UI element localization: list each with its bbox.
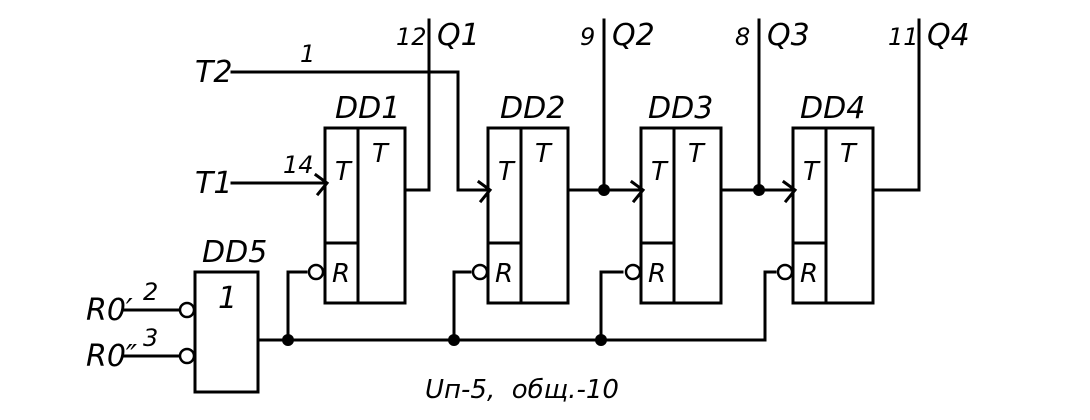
dd2-out-label: T bbox=[535, 139, 553, 169]
inverter-bubble bbox=[178, 301, 196, 319]
output-q4-label: Q4 bbox=[927, 18, 970, 53]
block-dd5 bbox=[193, 270, 260, 394]
pin-q3: 8 bbox=[735, 23, 750, 51]
dd2-in-label: T bbox=[498, 157, 516, 187]
pin-q1: 12 bbox=[396, 23, 427, 51]
inverter-bubble bbox=[178, 347, 196, 365]
inverter-bubble bbox=[776, 263, 794, 281]
pin-r0-2: 3 bbox=[143, 324, 158, 352]
junction-dot bbox=[448, 334, 460, 346]
dd5-name: DD5 bbox=[202, 235, 267, 270]
input-r0-1-label: R0′ bbox=[86, 293, 133, 328]
dd4-in-label: T bbox=[803, 157, 821, 187]
wire-q1 bbox=[403, 18, 431, 192]
junction-dot bbox=[598, 184, 610, 196]
input-r0-2-label: R0″ bbox=[86, 339, 138, 374]
dd2-name: DD2 bbox=[500, 91, 565, 126]
dd3-name: DD3 bbox=[648, 91, 713, 126]
pin-r0-1: 2 bbox=[143, 278, 158, 306]
dd1-name: DD1 bbox=[335, 91, 400, 126]
inverter-bubble bbox=[471, 263, 489, 281]
wire-t2 bbox=[230, 70, 490, 192]
output-q2-label: Q2 bbox=[612, 18, 655, 53]
block-dd4 bbox=[791, 126, 875, 305]
dd4-reset-label: R bbox=[800, 259, 818, 289]
junction-dot bbox=[595, 334, 607, 346]
pin-q2: 9 bbox=[580, 23, 595, 51]
dd5-symbol: 1 bbox=[218, 281, 237, 316]
dd4-name: DD4 bbox=[800, 91, 865, 126]
inverter-bubble bbox=[307, 263, 325, 281]
output-q3-label: Q3 bbox=[767, 18, 810, 53]
pin-t1: 14 bbox=[283, 151, 314, 179]
pin-q4: 11 bbox=[888, 23, 919, 51]
dd1-out-label: T bbox=[372, 139, 390, 169]
pin-t2: 1 bbox=[300, 40, 315, 68]
block-dd2 bbox=[486, 126, 570, 305]
input-t1-label: T1 bbox=[195, 166, 232, 201]
dd1-in-label: T bbox=[335, 157, 353, 187]
dd1-reset-label: R bbox=[332, 259, 350, 289]
junction-dot bbox=[753, 184, 765, 196]
dd3-out-label: T bbox=[688, 139, 706, 169]
junction-dot bbox=[282, 334, 294, 346]
dd2-reset-label: R bbox=[495, 259, 513, 289]
dd3-reset-label: R bbox=[648, 259, 666, 289]
dd4-out-label: T bbox=[840, 139, 858, 169]
power-note: Uп-5, общ.-10 bbox=[425, 375, 619, 405]
block-dd1 bbox=[323, 126, 407, 305]
wire-q4 bbox=[871, 18, 921, 192]
inverter-bubble bbox=[624, 263, 642, 281]
block-dd3 bbox=[639, 126, 723, 305]
input-t2-label: T2 bbox=[195, 55, 232, 90]
clock-arrows bbox=[313, 172, 798, 204]
dd3-in-label: T bbox=[651, 157, 669, 187]
output-q1-label: Q1 bbox=[437, 18, 480, 53]
